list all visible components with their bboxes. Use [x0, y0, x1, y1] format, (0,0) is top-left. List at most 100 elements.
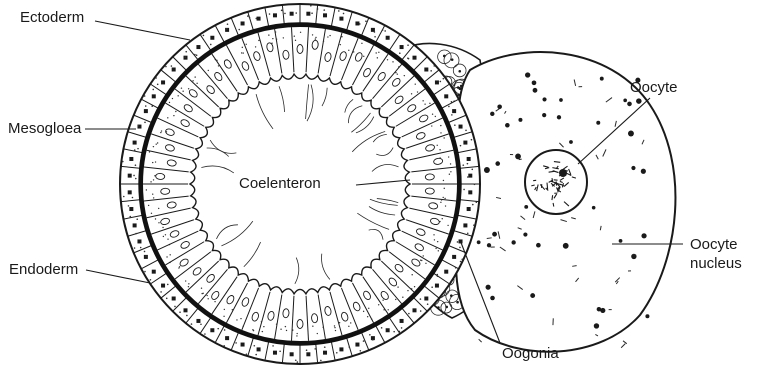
endoderm-granule	[163, 236, 164, 237]
ectoderm-granule	[174, 306, 176, 308]
label-mesogloea: Mesogloea	[8, 121, 81, 137]
yolk-granule	[524, 205, 528, 209]
ectoderm-nucleus	[459, 125, 463, 129]
endoderm-granule	[227, 59, 228, 60]
endoderm-granule	[162, 227, 163, 228]
endoderm-granule	[182, 91, 183, 92]
yolk-granule	[557, 115, 561, 119]
yolk-granule	[636, 98, 642, 104]
ectoderm-granule	[374, 31, 376, 33]
endoderm-granule	[150, 181, 151, 182]
ectoderm-nucleus	[467, 207, 471, 211]
ectoderm-granule	[137, 148, 139, 150]
endoderm-granule	[440, 125, 441, 126]
ectoderm-granule	[255, 18, 257, 20]
ectoderm-nucleus	[413, 56, 417, 60]
endoderm-granule	[286, 330, 287, 331]
endoderm-granule	[312, 34, 313, 35]
yolk-granule	[484, 167, 490, 173]
ectoderm-granule	[200, 323, 202, 325]
yolk-granule	[505, 123, 510, 128]
endoderm-granule	[378, 304, 379, 305]
ectoderm-granule	[473, 224, 475, 226]
ectoderm-nucleus	[210, 328, 214, 332]
endoderm-granule	[375, 52, 376, 53]
ectoderm-granule	[134, 247, 136, 249]
endoderm-granule	[236, 319, 237, 320]
endoderm-granule	[296, 333, 297, 334]
ectoderm-nucleus	[386, 36, 390, 40]
ectoderm-granule	[269, 13, 271, 15]
endoderm-granule	[148, 205, 149, 206]
endoderm-granule	[218, 65, 219, 66]
ectoderm-nucleus	[133, 223, 137, 227]
leader-ectoderm	[95, 21, 190, 40]
endoderm-granule	[158, 208, 159, 209]
endoderm-granule	[166, 131, 167, 132]
endoderm-granule	[440, 132, 441, 133]
endoderm-granule	[327, 36, 328, 37]
endoderm-granule	[388, 309, 389, 310]
yolk-granule	[518, 118, 522, 122]
ectoderm-granule	[430, 70, 432, 72]
endoderm-granule	[424, 103, 425, 104]
endoderm-granule	[341, 36, 342, 37]
endoderm-granule	[438, 250, 439, 251]
ectoderm-granule	[348, 346, 350, 348]
endoderm-granule	[442, 218, 443, 219]
ectoderm-granule	[253, 345, 255, 347]
endoderm-granule	[444, 188, 445, 189]
endoderm-granule	[323, 40, 324, 41]
ectoderm-granule	[186, 315, 188, 317]
ectoderm-granule	[191, 323, 193, 325]
ectoderm-granule	[226, 28, 228, 30]
yolk-granule	[592, 206, 596, 210]
endoderm-granule	[169, 254, 170, 255]
endoderm-granule	[271, 42, 272, 43]
endoderm-granule	[224, 309, 225, 310]
ectoderm-granule	[281, 10, 283, 12]
endoderm-granule	[152, 162, 153, 163]
chromatin	[547, 183, 548, 190]
endoderm-granule	[185, 280, 186, 281]
ectoderm-granule	[194, 54, 196, 56]
oogonia-nucleus	[458, 70, 461, 73]
yolk-granule	[596, 121, 600, 125]
endoderm-granule	[443, 180, 444, 181]
endoderm-granule	[272, 38, 273, 39]
yolk-granule	[623, 99, 627, 103]
endoderm-granule	[181, 87, 182, 88]
ectoderm-granule	[372, 339, 374, 341]
ectoderm-granule	[467, 232, 469, 234]
endoderm-granule	[258, 40, 259, 41]
endoderm-granule	[317, 333, 318, 334]
ectoderm-granule	[136, 218, 138, 220]
endoderm-granule	[443, 137, 444, 138]
ectoderm-granule	[217, 328, 219, 330]
ectoderm-granule	[152, 89, 154, 91]
yolk-granule	[490, 112, 494, 116]
ectoderm-nucleus	[435, 80, 439, 84]
yolk-granule	[486, 285, 491, 290]
ectoderm-nucleus	[137, 239, 141, 243]
ectoderm-nucleus	[435, 284, 439, 288]
endoderm-granule	[334, 325, 335, 326]
endoderm-granule	[160, 132, 161, 133]
ectoderm-granule	[284, 13, 286, 15]
ectoderm-granule	[374, 36, 376, 38]
ectoderm-granule	[129, 216, 131, 218]
ectoderm-granule	[132, 197, 134, 199]
endoderm-nucleus	[297, 45, 303, 54]
ectoderm-granule	[238, 29, 240, 31]
endoderm-granule	[300, 32, 301, 33]
yolk-granule	[542, 113, 546, 117]
ectoderm-granule	[184, 56, 186, 58]
chromatin	[554, 162, 560, 163]
endoderm-granule	[437, 241, 438, 242]
endoderm-granule	[172, 98, 173, 99]
endoderm-granule	[361, 43, 362, 44]
ectoderm-granule	[223, 345, 225, 347]
endoderm-granule	[158, 222, 159, 223]
ectoderm-nucleus	[290, 352, 294, 356]
endoderm-granule	[167, 238, 168, 239]
